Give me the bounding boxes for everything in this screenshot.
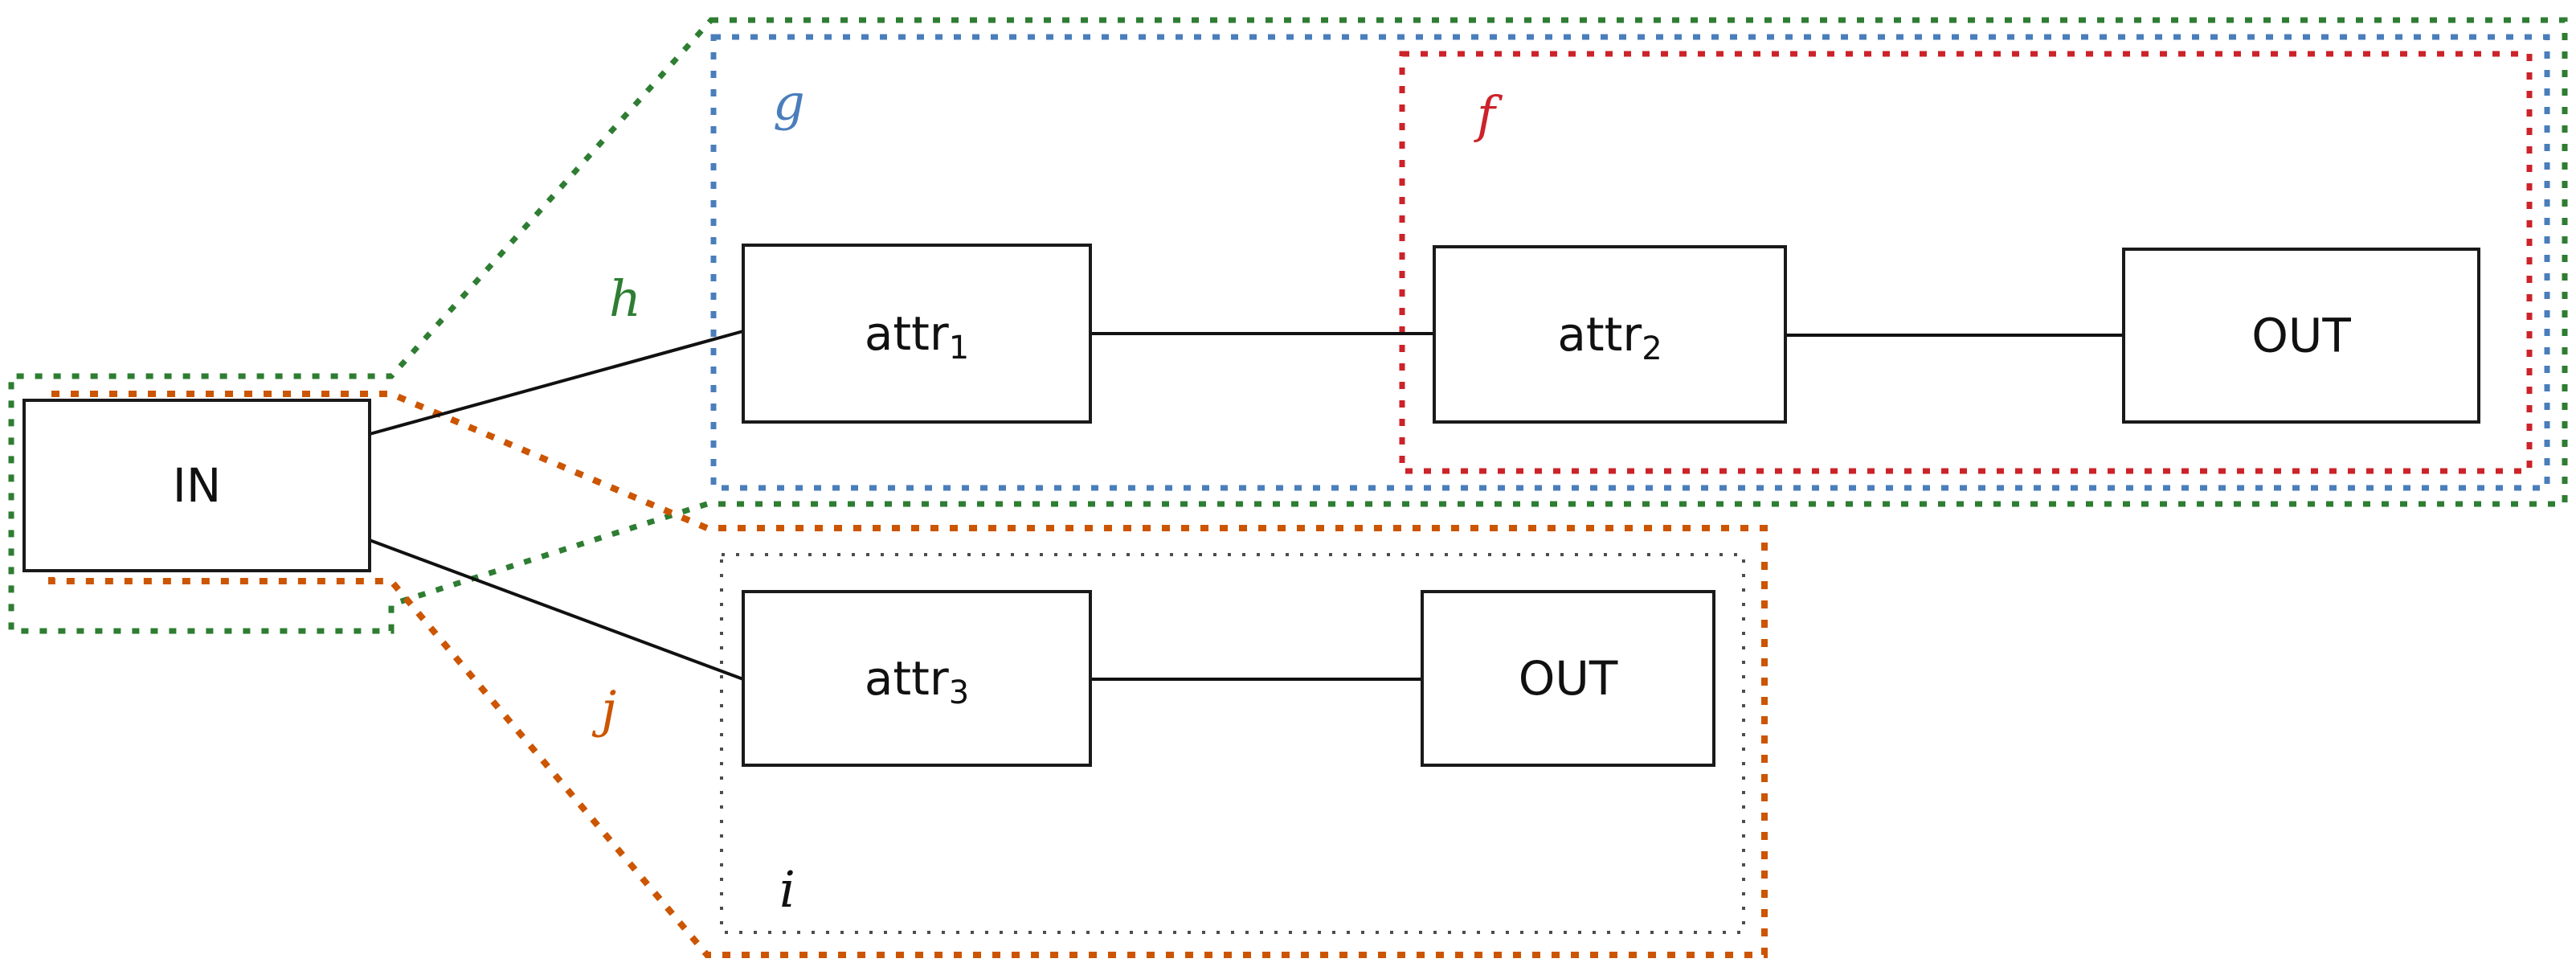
- edge-in-to-attr1: [369, 330, 744, 436]
- node-label-attr3: attr3: [865, 651, 969, 711]
- node-box-attr3[interactable]: [742, 590, 1092, 767]
- node-label-attr1: attr1: [865, 306, 969, 367]
- region-outline-h: [8, 17, 2568, 634]
- edges: [369, 330, 2124, 681]
- region-outline-i: [720, 553, 1745, 934]
- region-labels: f g h i j: [591, 73, 1503, 919]
- node-box-in[interactable]: [22, 399, 371, 572]
- node-label-in: IN: [173, 458, 222, 513]
- region-label-j: j: [591, 680, 616, 739]
- node-label-attr2: attr2: [1557, 307, 1662, 367]
- region-outlines: [8, 17, 2568, 958]
- node-label-out-bottom: OUT: [1519, 651, 1618, 706]
- region-outline-g: [710, 34, 2550, 491]
- node-box-out-bottom[interactable]: [1421, 590, 1715, 767]
- node-box-attr2[interactable]: [1433, 245, 1787, 424]
- node-attr3[interactable]: attr3: [742, 590, 1092, 767]
- node-out2[interactable]: OUT: [1421, 590, 1715, 767]
- region-label-g: g: [773, 73, 805, 132]
- node-box-out-top[interactable]: [2122, 248, 2480, 424]
- node-attr1[interactable]: attr1: [742, 244, 1092, 424]
- node-label-out-top: OUT: [2251, 309, 2351, 363]
- node-in[interactable]: IN: [22, 399, 371, 572]
- region-label-f: f: [1474, 85, 1503, 144]
- edge-in-to-attr3: [369, 539, 744, 681]
- region-label-h: h: [609, 269, 641, 328]
- region-outline-j: [48, 391, 1768, 958]
- nodes: IN attr1 attr2 OUT attr3: [22, 244, 2480, 767]
- region-label-i: i: [779, 860, 795, 919]
- node-out1[interactable]: OUT: [2122, 248, 2480, 424]
- node-box-attr1[interactable]: [742, 244, 1092, 424]
- node-attr2[interactable]: attr2: [1433, 245, 1787, 424]
